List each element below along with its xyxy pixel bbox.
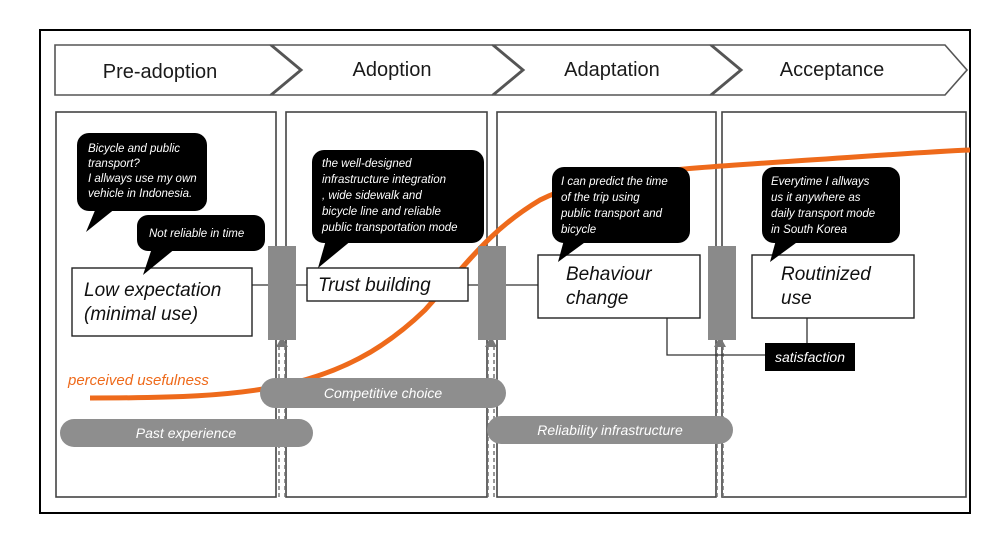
satisfaction-label: satisfaction — [775, 349, 845, 365]
gate-bar-3 — [708, 246, 736, 340]
behaviour-change-label: Behaviour change — [566, 264, 657, 309]
gate-arrow-head-1 — [276, 336, 288, 347]
behaviour-change-box — [537, 254, 701, 319]
competitive-choice-pill — [260, 378, 506, 408]
behaviour-to-satisfaction-line — [666, 318, 765, 356]
gate-arrows — [278, 345, 724, 497]
speech-bubble-infrastructure: the well-designed infrastructure integra… — [312, 150, 484, 268]
speech-bubble-bicycle-transport: Bicycle and public transport? I allways … — [77, 133, 207, 232]
svg-text:Bicycle and public trans: Bicycle and public transport? I allways … — [88, 143, 200, 200]
satisfaction-box — [765, 343, 855, 371]
stage-chevron-acceptance — [709, 44, 969, 96]
perceived-usefulness-label: perceived usefulness — [67, 372, 209, 389]
routinized-use-box — [751, 254, 915, 319]
svg-text:the well-designed infras: the well-designed infrastructure integra… — [321, 158, 458, 234]
speech-bubble-not-reliable: Not reliable in time — [137, 215, 265, 275]
stage-label-adaptation: Adaptation — [564, 59, 660, 81]
stage-label-pre-adoption: Pre-adoption — [103, 61, 218, 83]
stage-label-adoption: Adoption — [353, 59, 432, 81]
speech-bubble-predict-time: I can predict the time of the trip using… — [552, 167, 690, 262]
gate-arrow-head-3 — [714, 336, 726, 347]
gate-bar-2 — [478, 246, 506, 340]
low-expectation-box — [71, 267, 253, 337]
past-experience-label: Past experience — [136, 425, 237, 441]
speech-bubble-everytime: Everytime I allways us it anywhere as da… — [762, 167, 900, 262]
routinized-use-label: Routinized use — [781, 264, 876, 309]
stage-chevron-adoption — [269, 44, 524, 96]
trust-building-label: Trust building — [318, 275, 431, 296]
reliability-infrastructure-label: Reliability infrastructure — [537, 422, 683, 438]
svg-text:Not reliable in time: Not reliable in time — [149, 228, 244, 240]
low-expectation-label: Low expectation (minimal use) — [84, 280, 227, 325]
trust-building-box — [306, 267, 469, 302]
svg-text:Everytime I allways us i: Everytime I allways us it anywhere as da… — [771, 176, 878, 236]
stage-header — [54, 44, 969, 96]
stage-label-acceptance: Acceptance — [780, 59, 885, 81]
stage-chevron-adaptation — [491, 44, 742, 96]
gate-arrow-head-2 — [485, 336, 497, 347]
svg-text:I can predict the time o: I can predict the time of the trip using… — [560, 176, 671, 236]
past-experience-pill — [60, 419, 313, 447]
competitive-choice-label: Competitive choice — [324, 385, 442, 401]
gate-bar-1 — [268, 246, 296, 340]
stage-chevron-pre-adoption — [54, 44, 302, 96]
reliability-infrastructure-pill — [487, 416, 733, 444]
